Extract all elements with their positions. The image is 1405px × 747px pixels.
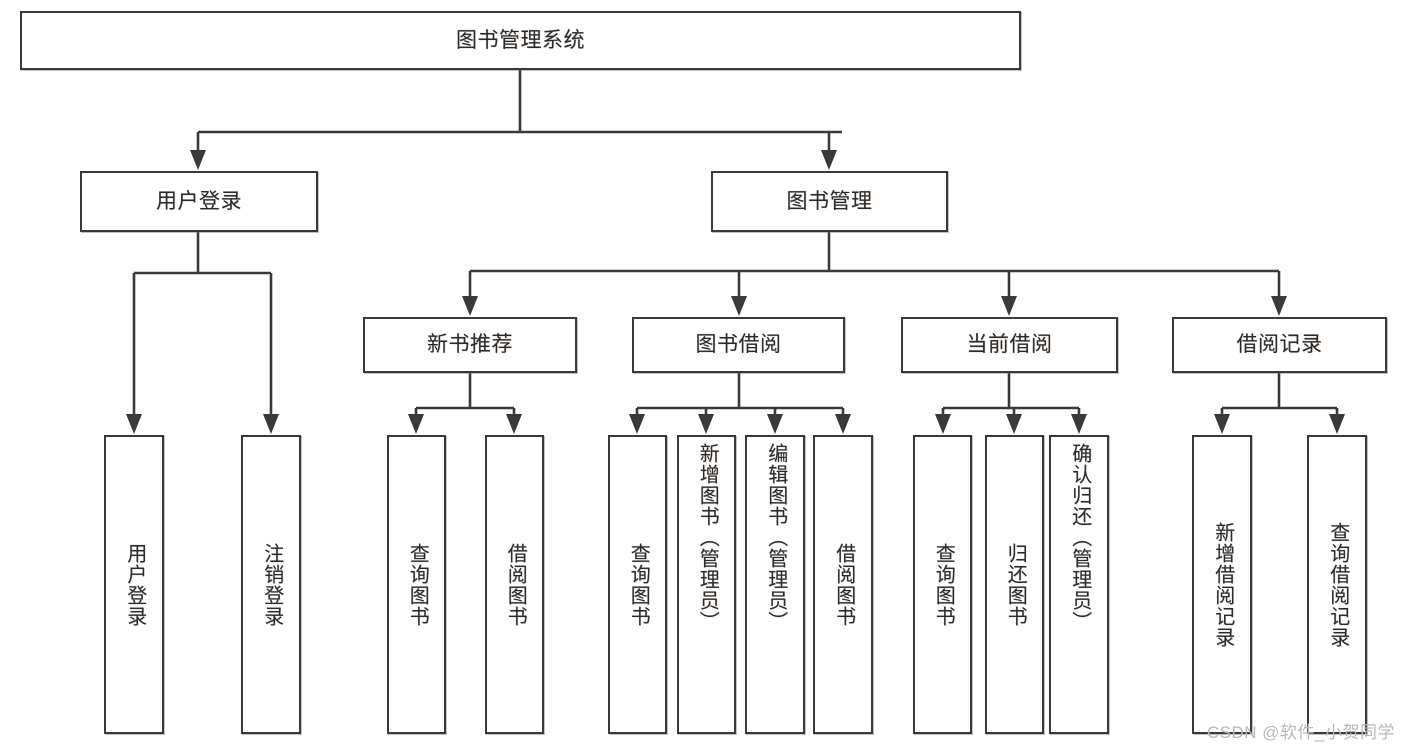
leaf-node[interactable]: 借阅图书 [485, 435, 544, 734]
node-root-label: 图书管理系统 [456, 28, 585, 52]
node-book-management-label: 图书管理 [786, 189, 873, 213]
leaf-node[interactable]: 注销登录 [241, 435, 301, 734]
node-book-management[interactable]: 图书管理 [711, 171, 948, 232]
leaf-node[interactable]: 查询图书 [913, 435, 972, 734]
leaf-node-label: 编辑图书（管理员） [764, 443, 787, 632]
node-borrow-record-label: 借阅记录 [1236, 333, 1323, 357]
leaf-node-label: 查询图书 [406, 542, 429, 627]
leaf-node[interactable]: 查询借阅记录 [1307, 435, 1367, 734]
leaf-node[interactable]: 归还图书 [985, 435, 1044, 734]
edge-borrow-record-to-leaves [1214, 373, 1345, 434]
leaf-node-label: 查询借阅记录 [1326, 521, 1349, 648]
node-root-system[interactable]: 图书管理系统 [20, 11, 1021, 70]
edge-current-borrow-to-leaves [935, 373, 1087, 434]
node-book-borrow-label: 图书借阅 [695, 333, 782, 357]
node-book-borrow[interactable]: 图书借阅 [632, 317, 845, 373]
leaf-node-label: 确认归还（管理员） [1068, 443, 1091, 632]
leaf-node[interactable]: 查询图书 [387, 435, 446, 734]
leaf-node-label: 查询图书 [932, 542, 955, 627]
leaf-node-label: 归还图书 [1004, 542, 1027, 627]
edge-new-book-to-leaves [408, 373, 522, 434]
edge-root-to-level2 [190, 70, 842, 170]
node-new-book-recommend-label: 新书推荐 [427, 333, 513, 357]
node-user-login-label: 用户登录 [156, 189, 242, 213]
leaf-node[interactable]: 确认归还（管理员） [1049, 435, 1109, 734]
leaf-node-label: 查询图书 [627, 542, 650, 627]
watermark-text: CSDN @软件_小贺同学 [1206, 723, 1395, 742]
leaf-node-label: 用户登录 [123, 542, 146, 627]
leaf-node[interactable]: 借阅图书 [813, 435, 873, 734]
leaf-node[interactable]: 新增图书（管理员） [677, 435, 736, 734]
edge-book-borrow-to-leaves [629, 373, 851, 434]
leaf-node-label: 借阅图书 [504, 542, 527, 627]
leaf-node-label: 注销登录 [260, 542, 283, 627]
leaf-node[interactable]: 用户登录 [104, 435, 164, 734]
leaf-node[interactable]: 新增借阅记录 [1192, 435, 1252, 734]
leaf-node-label: 新增图书（管理员） [696, 443, 719, 632]
node-user-login[interactable]: 用户登录 [80, 171, 318, 232]
node-current-borrow[interactable]: 当前借阅 [901, 317, 1118, 373]
leaf-node-label: 借阅图书 [832, 542, 855, 627]
node-current-borrow-label: 当前借阅 [966, 333, 1053, 357]
edge-book-manage-to-level3 [462, 232, 1287, 316]
edge-user-login-to-leaves [126, 232, 279, 434]
leaf-node[interactable]: 查询图书 [608, 435, 667, 734]
node-borrow-record[interactable]: 借阅记录 [1172, 317, 1387, 373]
leaf-node[interactable]: 编辑图书（管理员） [745, 435, 805, 734]
leaf-node-label: 新增借阅记录 [1211, 521, 1234, 648]
node-new-book-recommend[interactable]: 新书推荐 [363, 317, 577, 373]
